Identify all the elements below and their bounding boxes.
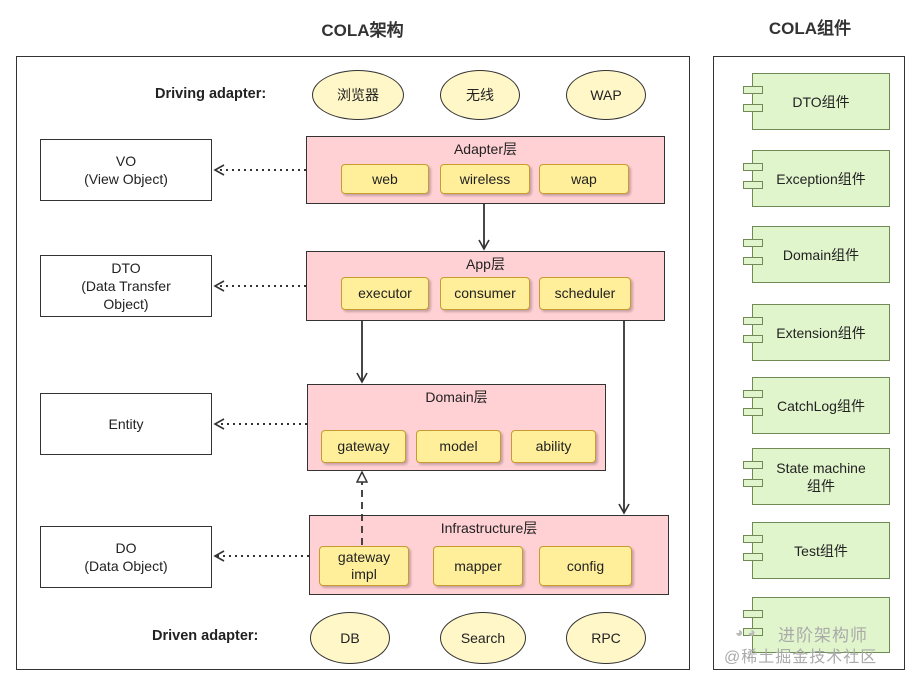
component-tab	[743, 335, 763, 343]
app-item-consumer: consumer	[440, 277, 530, 310]
component-tab	[743, 181, 763, 189]
component-state-machine: State machine 组件	[743, 448, 890, 505]
component-tab	[743, 163, 763, 171]
watermark-icon: ◕ ◕	[735, 624, 756, 640]
component-exception-label: Exception组件	[776, 170, 866, 187]
component-domain: Domain组件	[743, 226, 890, 283]
driving-adapter-wireless-label: 无线	[466, 87, 494, 103]
driving-adapter-label: Driving adapter:	[155, 86, 267, 102]
driving-adapter-browser: 浏览器	[312, 70, 404, 120]
infrastructure-item-mapper: mapper	[433, 546, 523, 586]
component-tab	[743, 553, 763, 561]
driving-adapter-browser-label: 浏览器	[337, 87, 379, 103]
component-test: Test组件	[743, 522, 890, 579]
component-extension-label: Extension组件	[776, 324, 866, 341]
component-tab	[743, 257, 763, 265]
driven-adapter-rpc: RPC	[566, 612, 646, 664]
component-tab	[743, 535, 763, 543]
components-title: COLA组件	[768, 19, 852, 38]
driven-adapter-label: Driven adapter:	[152, 628, 259, 644]
watermark-line1: 进阶架构师	[778, 626, 868, 645]
adapter-item-web: web	[341, 164, 429, 194]
object-do-label: DO (Data Object)	[84, 540, 168, 574]
component-tab	[743, 610, 763, 618]
object-entity: Entity	[40, 393, 212, 455]
component-dto: DTO组件	[743, 73, 890, 130]
domain-item-ability: ability	[511, 430, 596, 463]
driven-adapter-db: DB	[310, 612, 390, 664]
infrastructure-item-config: config	[539, 546, 632, 586]
domain-layer: Domain层 gateway model ability	[307, 384, 606, 471]
driving-adapter-wap-label: WAP	[590, 87, 622, 103]
infrastructure-layer: Infrastructure层 gateway impl mapper conf…	[309, 515, 669, 595]
infrastructure-item-gateway-impl: gateway impl	[319, 546, 409, 586]
component-tab	[743, 104, 763, 112]
component-tab	[743, 390, 763, 398]
object-vo-label: VO (View Object)	[84, 153, 168, 187]
component-tab	[743, 317, 763, 325]
app-layer: App层 executor consumer scheduler	[306, 251, 665, 321]
object-do: DO (Data Object)	[40, 526, 212, 588]
object-vo: VO (View Object)	[40, 139, 212, 201]
adapter-item-wireless: wireless	[440, 164, 530, 194]
driving-adapter-wireless: 无线	[440, 70, 520, 120]
component-catchlog-label: CatchLog组件	[777, 397, 865, 414]
component-tab	[743, 628, 763, 636]
app-item-scheduler: scheduler	[539, 277, 631, 310]
app-item-executor: executor	[341, 277, 429, 310]
object-entity-label: Entity	[108, 416, 144, 432]
object-dto-label: DTO (Data Transfer Object)	[81, 260, 171, 312]
driven-adapter-db-label: DB	[340, 630, 360, 646]
component-exception: Exception组件	[743, 150, 890, 207]
domain-item-gateway: gateway	[321, 430, 406, 463]
component-tab	[743, 461, 763, 469]
domain-item-model: model	[416, 430, 501, 463]
architecture-title: COLA架构	[321, 21, 404, 40]
driving-adapter-wap: WAP	[566, 70, 646, 120]
adapter-item-wap: wap	[539, 164, 629, 194]
adapter-layer: Adapter层 web wireless wap	[306, 136, 665, 204]
component-tab	[743, 408, 763, 416]
component-dto-label: DTO组件	[792, 93, 850, 110]
component-domain-label: Domain组件	[782, 246, 860, 263]
object-dto: DTO (Data Transfer Object)	[40, 255, 212, 317]
component-tab	[743, 479, 763, 487]
component-tab	[743, 239, 763, 247]
driven-adapter-search: Search	[440, 612, 526, 664]
component-tab	[743, 86, 763, 94]
app-layer-title: App层	[466, 256, 505, 272]
driven-adapter-rpc-label: RPC	[591, 630, 621, 646]
component-catchlog: CatchLog组件	[743, 377, 890, 434]
infrastructure-layer-title: Infrastructure层	[440, 520, 538, 536]
adapter-layer-title: Adapter层	[453, 141, 518, 157]
watermark-line2: @稀土掘金技术社区	[724, 649, 878, 666]
domain-layer-title: Domain层	[425, 389, 488, 405]
component-extra	[743, 597, 890, 653]
component-test-label: Test组件	[794, 542, 848, 559]
component-state-machine-label: State machine 组件	[776, 459, 866, 494]
component-extension: Extension组件	[743, 304, 890, 361]
driven-adapter-search-label: Search	[460, 630, 506, 646]
